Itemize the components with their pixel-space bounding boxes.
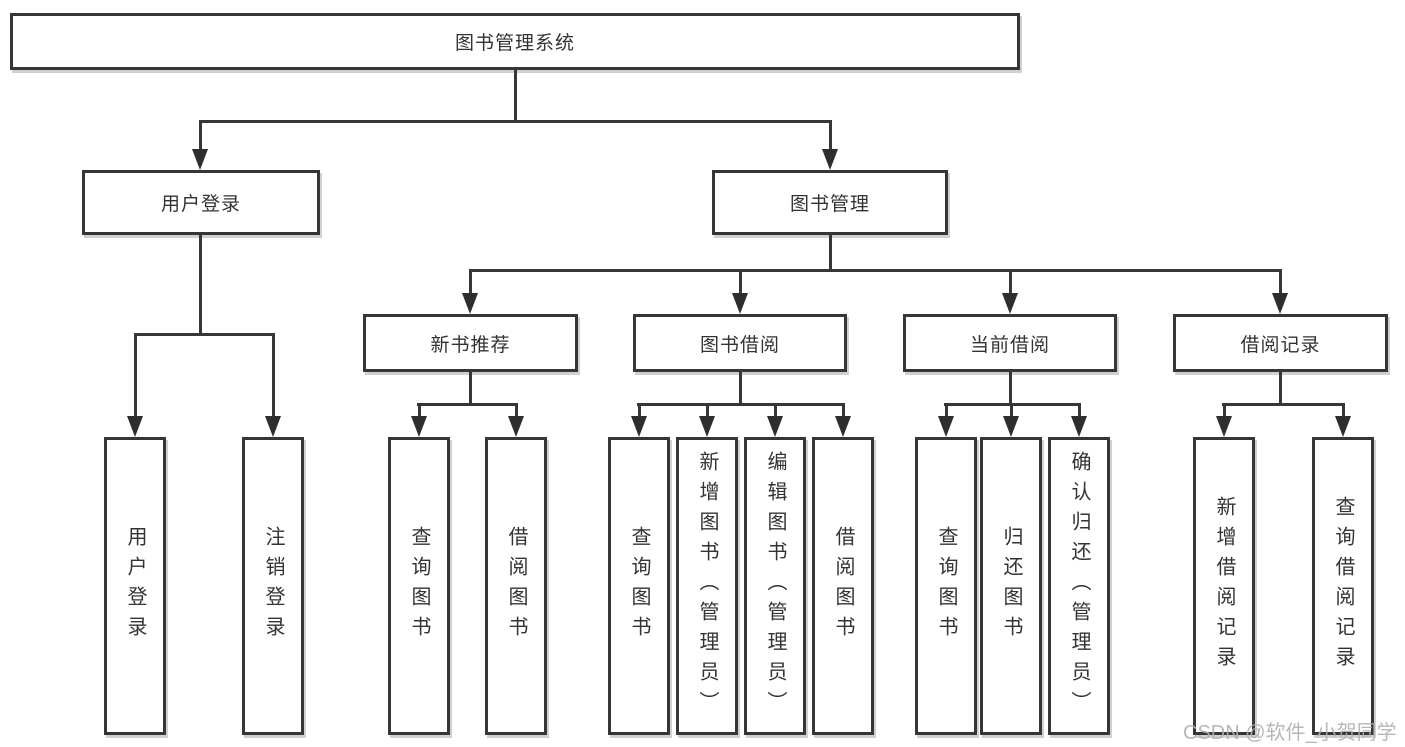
connector-line bbox=[469, 269, 1282, 272]
connector-line bbox=[739, 372, 742, 406]
leaf-borrow-book-label: 借阅图书 bbox=[832, 526, 854, 646]
connector-line bbox=[134, 333, 275, 336]
connector-line bbox=[1279, 269, 1282, 295]
leaf-add-borrow-record: 新增借阅记录 bbox=[1193, 437, 1255, 735]
leaf-borrow-query-book: 查询图书 bbox=[608, 437, 670, 735]
connector-line bbox=[1009, 372, 1012, 406]
connector-line bbox=[1279, 372, 1282, 406]
connector-line bbox=[199, 120, 832, 123]
leaf-recommend-borrow-book-label: 借阅图书 bbox=[505, 526, 527, 646]
connector-line bbox=[1223, 403, 1226, 418]
connector-line bbox=[829, 235, 832, 272]
node-current-borrow-label: 当前借阅 bbox=[969, 334, 1050, 356]
node-new-book-recommend-label: 新书推荐 bbox=[430, 334, 511, 356]
connector-line bbox=[199, 120, 202, 152]
node-book-management: 图书管理 bbox=[712, 170, 948, 235]
arrowhead-down-icon bbox=[938, 416, 954, 437]
node-new-book-recommend: 新书推荐 bbox=[363, 314, 578, 372]
connector-line bbox=[638, 403, 641, 418]
connector-line bbox=[706, 403, 709, 418]
arrowhead-down-icon bbox=[192, 149, 208, 170]
arrowhead-down-icon bbox=[1071, 416, 1087, 437]
arrowhead-down-icon bbox=[462, 293, 478, 314]
node-book-borrow: 图书借阅 bbox=[633, 314, 847, 372]
arrowhead-down-icon bbox=[1003, 416, 1019, 437]
leaf-return-book: 归还图书 bbox=[980, 437, 1042, 735]
connector-line bbox=[739, 269, 742, 295]
arrowhead-down-icon bbox=[127, 416, 143, 437]
connector-line bbox=[199, 235, 202, 335]
leaf-current-query-book-label: 查询图书 bbox=[935, 526, 957, 646]
arrowhead-down-icon bbox=[1335, 416, 1351, 437]
leaf-user-login: 用户登录 bbox=[104, 437, 166, 735]
node-current-borrow: 当前借阅 bbox=[903, 314, 1117, 372]
leaf-recommend-query-book: 查询图书 bbox=[388, 437, 450, 735]
node-user-login: 用户登录 bbox=[82, 170, 320, 235]
connector-line bbox=[469, 372, 472, 406]
arrowhead-down-icon bbox=[1216, 416, 1232, 437]
connector-line bbox=[1009, 269, 1012, 295]
arrowhead-down-icon bbox=[265, 416, 281, 437]
leaf-edit-book-admin-label: 编辑图书（管理员） bbox=[764, 451, 786, 721]
leaf-borrow-query-book-label: 查询图书 bbox=[628, 526, 650, 646]
leaf-return-book-label: 归还图书 bbox=[1000, 526, 1022, 646]
leaf-recommend-borrow-book: 借阅图书 bbox=[485, 437, 547, 735]
connector-line bbox=[1342, 403, 1345, 418]
connector-line bbox=[1222, 403, 1345, 406]
leaf-logout: 注销登录 bbox=[242, 437, 304, 735]
connector-line bbox=[637, 403, 844, 406]
connector-line bbox=[774, 403, 777, 418]
watermark: CSDN @软件_小贺同学 bbox=[1183, 722, 1397, 744]
node-root: 图书管理系统 bbox=[10, 13, 1020, 70]
arrowhead-down-icon bbox=[411, 416, 427, 437]
node-user-login-label: 用户登录 bbox=[160, 194, 241, 215]
arrowhead-down-icon bbox=[822, 149, 838, 170]
leaf-query-borrow-record: 查询借阅记录 bbox=[1312, 437, 1374, 735]
node-root-label: 图书管理系统 bbox=[454, 33, 575, 54]
leaf-borrow-book: 借阅图书 bbox=[812, 437, 874, 735]
leaf-confirm-return-admin-label: 确认归还（管理员） bbox=[1068, 451, 1090, 721]
arrowhead-down-icon bbox=[767, 416, 783, 437]
leaf-add-book-admin: 新增图书（管理员） bbox=[676, 437, 738, 735]
node-book-borrow-label: 图书借阅 bbox=[699, 334, 780, 356]
leaf-current-query-book: 查询图书 bbox=[915, 437, 977, 735]
connector-line bbox=[842, 403, 845, 418]
leaf-logout-label: 注销登录 bbox=[262, 526, 284, 646]
arrowhead-down-icon bbox=[1002, 293, 1018, 314]
connector-line bbox=[469, 269, 472, 295]
connector-line bbox=[418, 403, 421, 418]
arrowhead-down-icon bbox=[699, 416, 715, 437]
leaf-query-borrow-record-label: 查询借阅记录 bbox=[1332, 496, 1354, 676]
leaf-recommend-query-book-label: 查询图书 bbox=[408, 526, 430, 646]
connector-line bbox=[514, 70, 517, 123]
connector-line bbox=[272, 333, 275, 418]
connector-line bbox=[515, 403, 518, 418]
leaf-edit-book-admin: 编辑图书（管理员） bbox=[744, 437, 806, 735]
connector-line bbox=[1010, 403, 1013, 418]
arrowhead-down-icon bbox=[835, 416, 851, 437]
connector-line bbox=[417, 403, 518, 406]
connector-line bbox=[134, 333, 137, 418]
arrowhead-down-icon bbox=[508, 416, 524, 437]
leaf-add-book-admin-label: 新增图书（管理员） bbox=[696, 451, 718, 721]
connector-line bbox=[1078, 403, 1081, 418]
arrowhead-down-icon bbox=[1272, 293, 1288, 314]
leaf-confirm-return-admin: 确认归还（管理员） bbox=[1048, 437, 1110, 735]
connector-line bbox=[829, 120, 832, 152]
leaf-user-login-label: 用户登录 bbox=[124, 526, 146, 646]
node-borrow-record-label: 借阅记录 bbox=[1240, 334, 1321, 356]
leaf-add-borrow-record-label: 新增借阅记录 bbox=[1213, 496, 1235, 676]
connector-line bbox=[945, 403, 948, 418]
node-borrow-record: 借阅记录 bbox=[1173, 314, 1388, 372]
arrowhead-down-icon bbox=[732, 293, 748, 314]
arrowhead-down-icon bbox=[631, 416, 647, 437]
node-book-management-label: 图书管理 bbox=[789, 194, 870, 215]
